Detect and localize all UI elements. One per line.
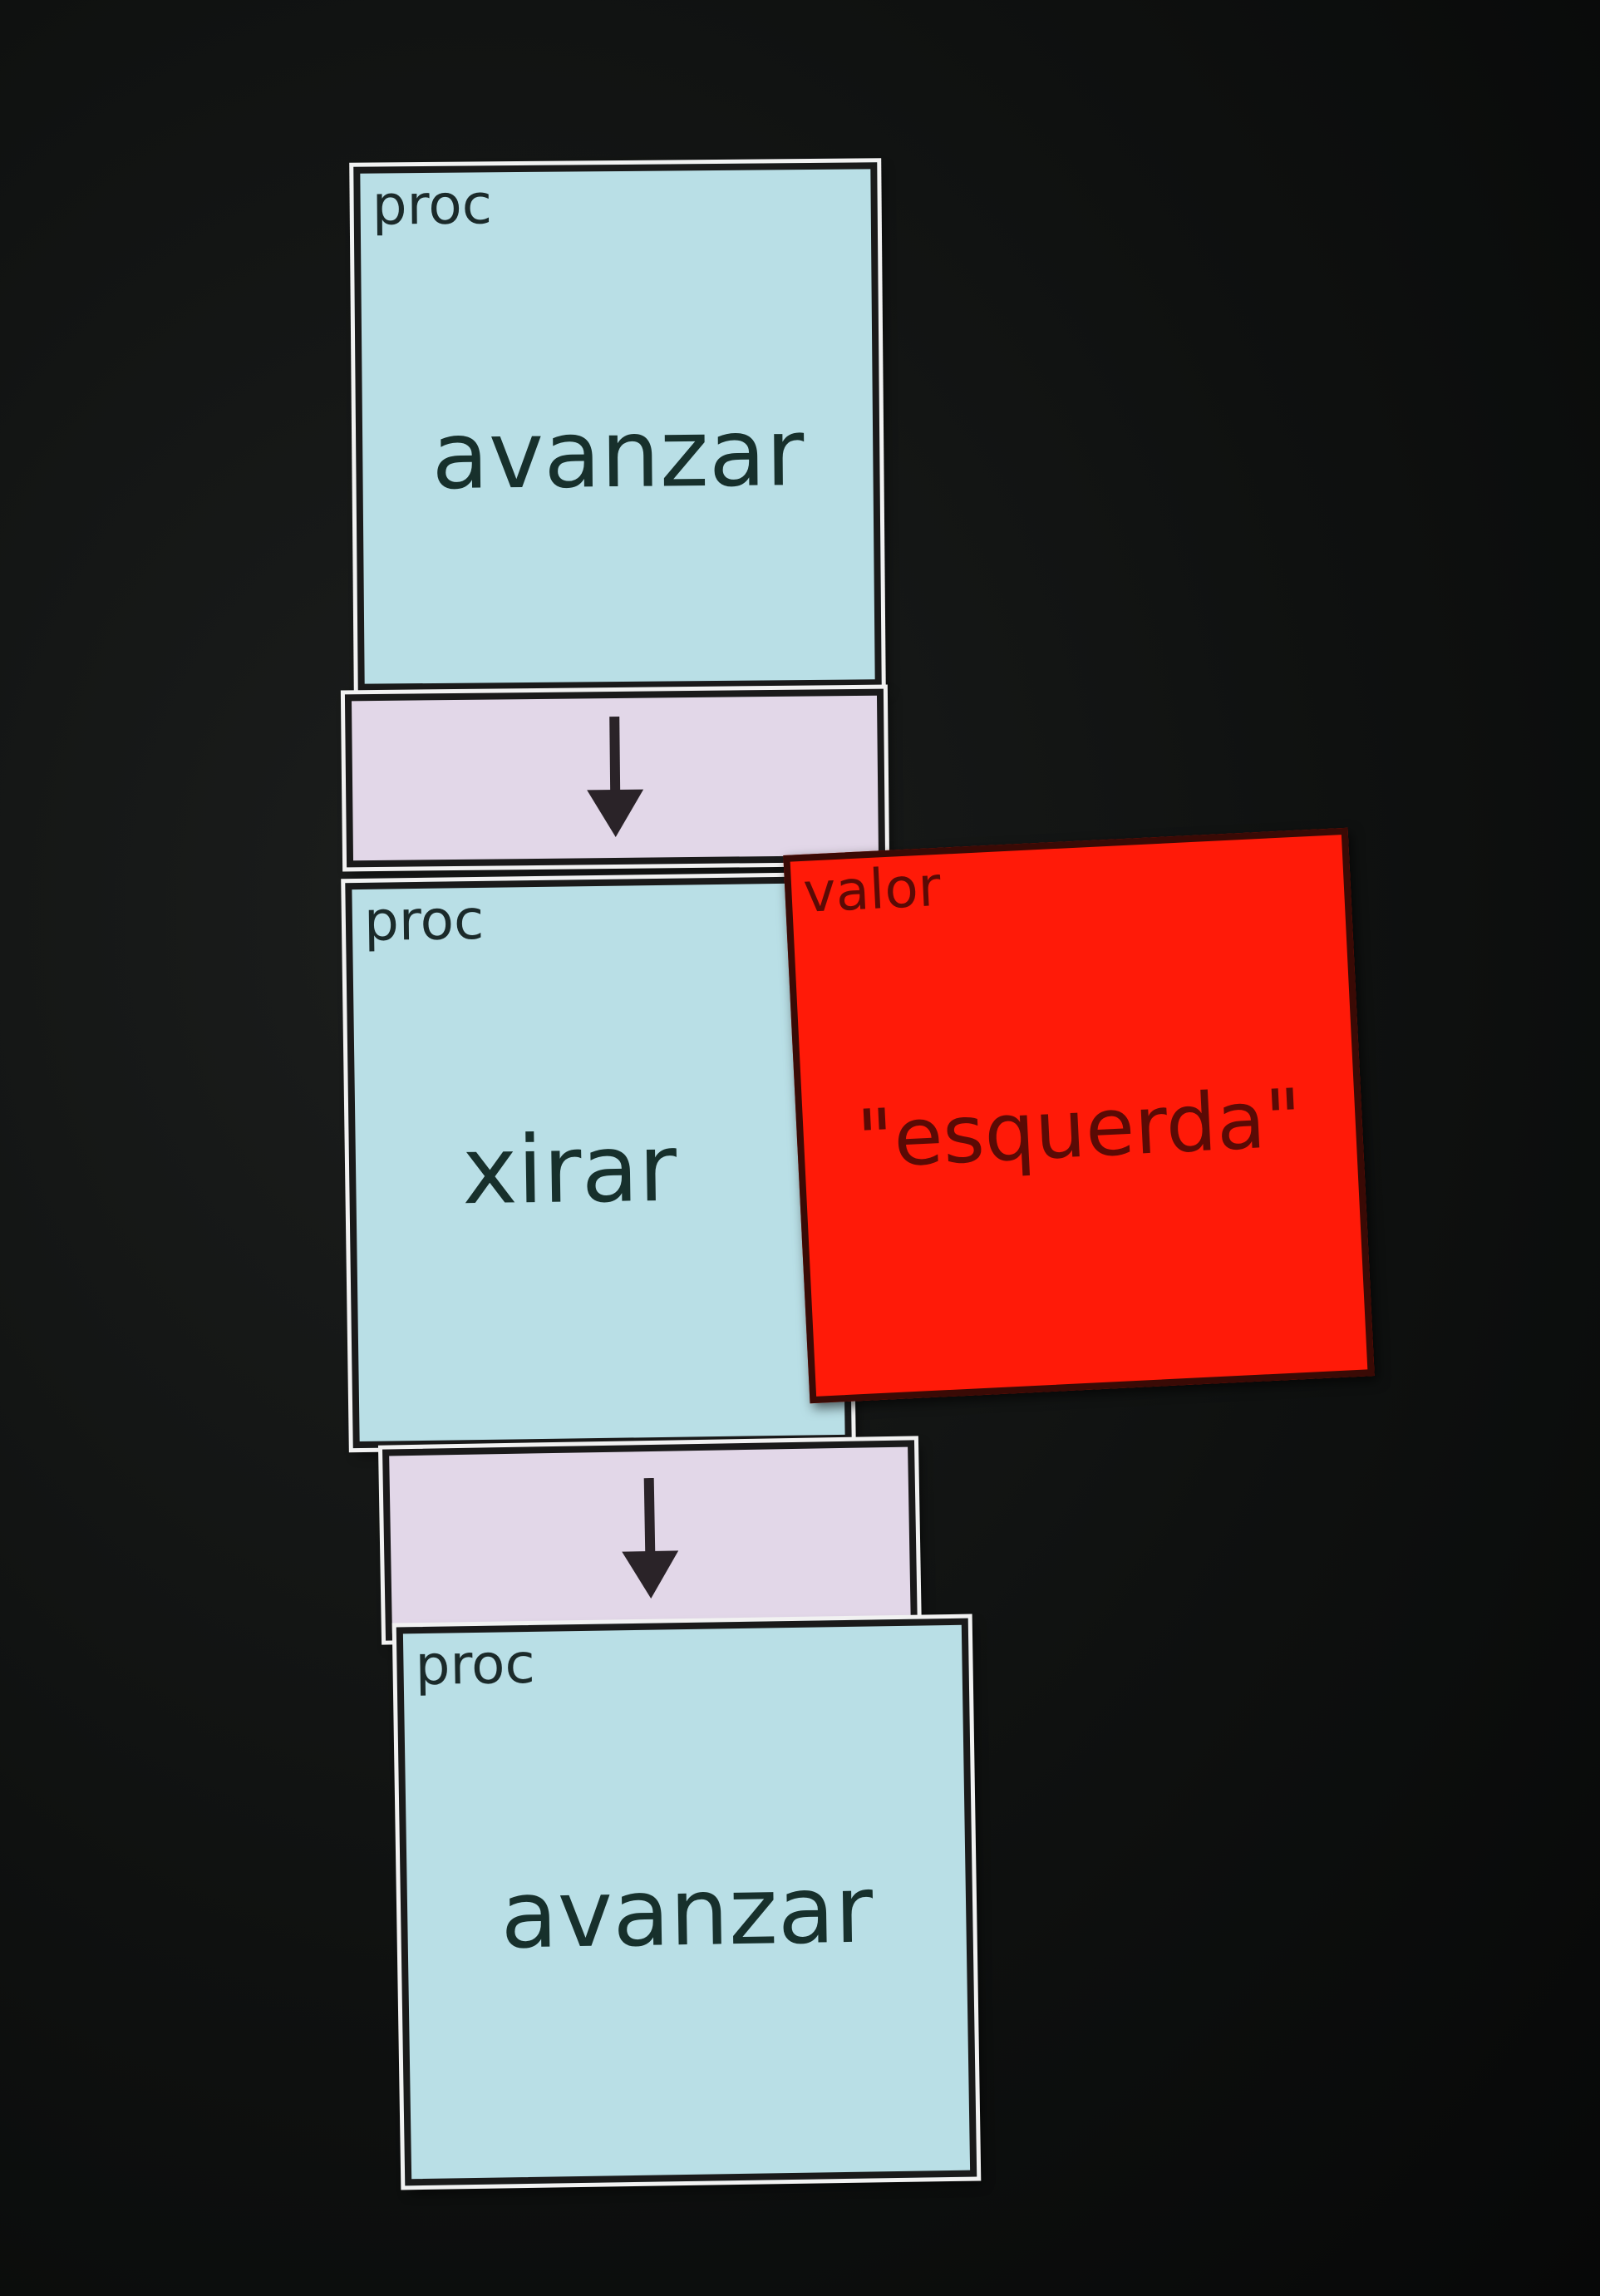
block-command: xirar [461,1114,678,1226]
down-arrow-icon [622,1477,679,1599]
block-tag: proc [414,1631,536,1698]
proc-block-xirar[interactable]: proc xirar [345,875,852,1449]
block-command: avanzar [500,1855,874,1970]
value-block-esquerda[interactable]: valor "esquerda" [783,827,1375,1404]
proc-block-avanzar-1[interactable]: proc avanzar [353,162,882,691]
proc-block-avanzar-2[interactable]: proc avanzar [396,1618,977,2186]
connector-block-2[interactable] [382,1440,918,1641]
block-value: "esquerda" [854,1071,1305,1187]
block-tag: valor [801,854,943,925]
down-arrow-icon [587,716,644,837]
block-command: avanzar [431,399,805,510]
connector-block-1[interactable] [344,688,886,868]
block-tag: proc [363,887,485,953]
block-tag: proc [372,172,493,238]
